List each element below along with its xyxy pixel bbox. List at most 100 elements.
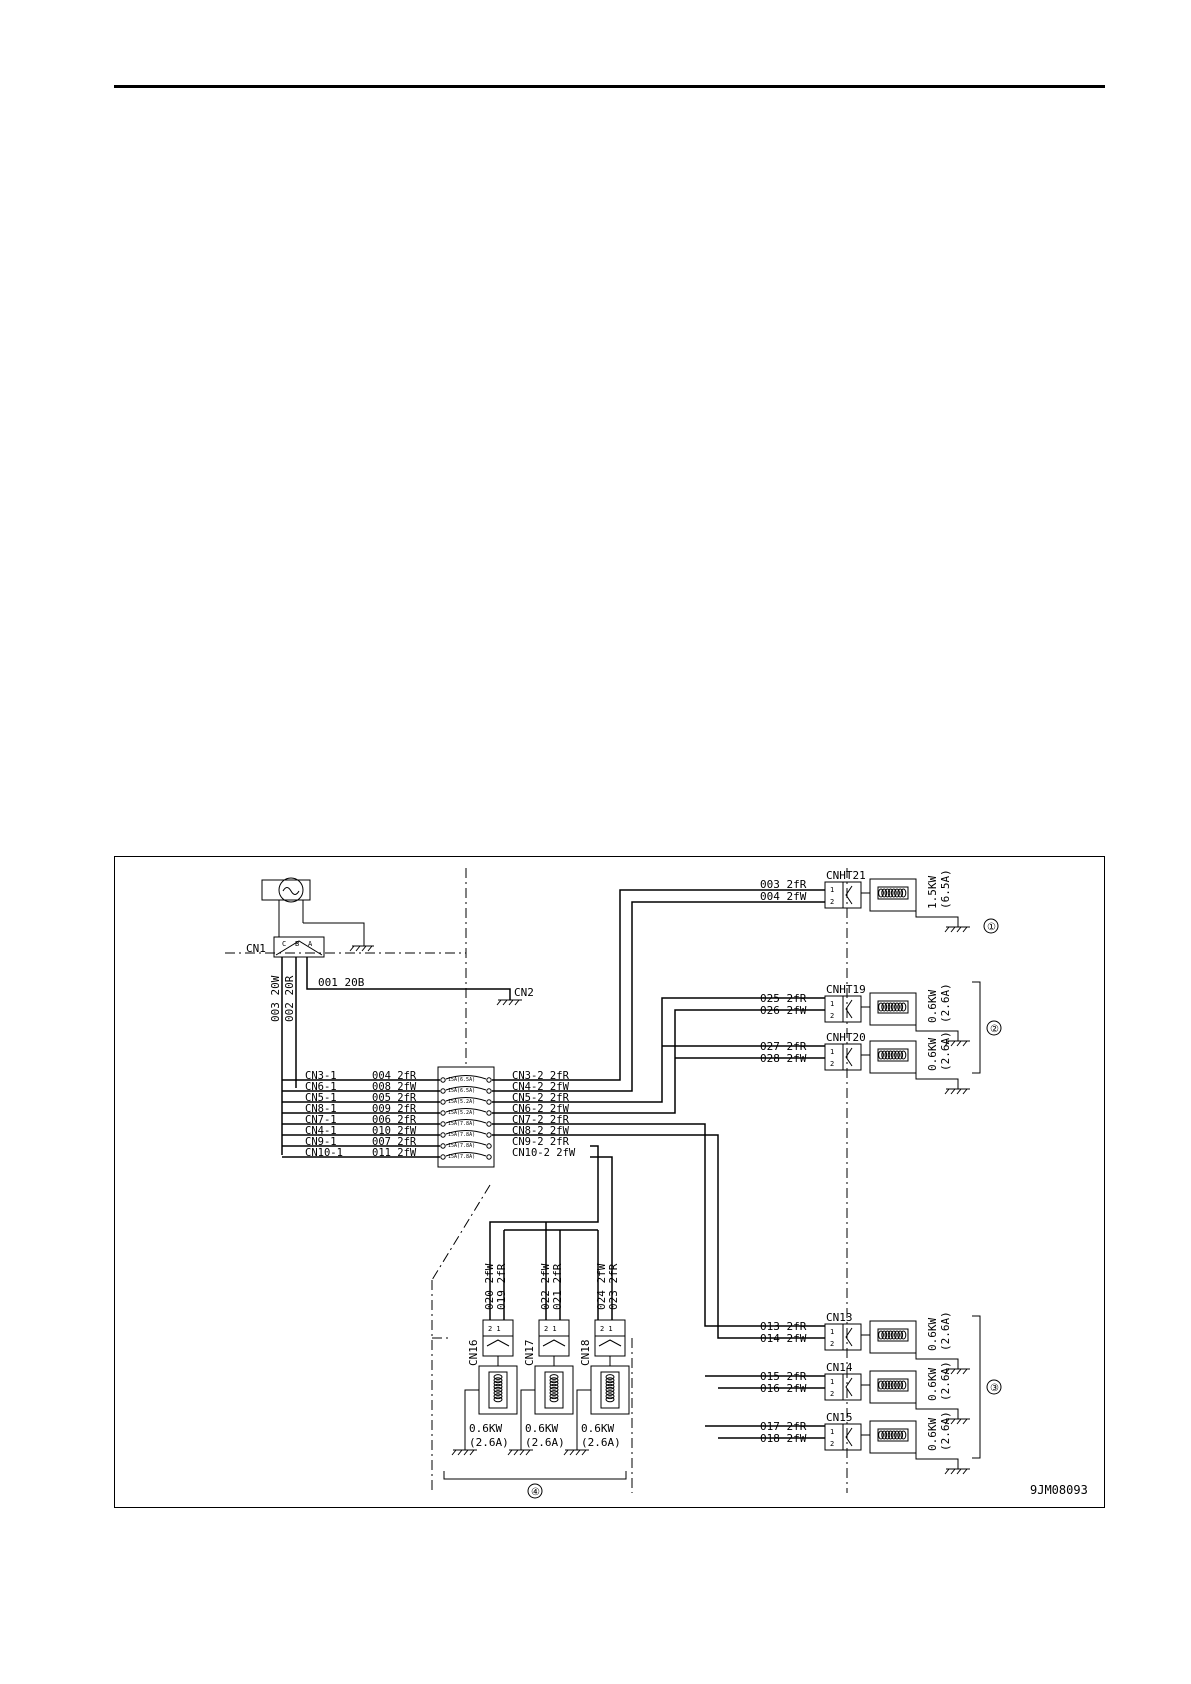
pin-label: 2	[830, 1012, 834, 1020]
heater-coil-icon	[878, 1002, 907, 1012]
breaker-left-wire: 011 2fW	[372, 1147, 417, 1159]
heater-wire-label: 026 2fW	[760, 1004, 807, 1017]
heater-wire-label: 025 2fR	[760, 992, 807, 1005]
heater-coil-icon	[493, 1374, 503, 1403]
ac-source-icon	[278, 877, 304, 903]
heater-current-label: (2.6A)	[939, 1311, 952, 1351]
heater-current-label: (6.5A)	[939, 869, 952, 909]
breaker-right-label: CN8-2 2fW	[512, 1125, 570, 1137]
heater-coil-icon	[878, 888, 907, 898]
breaker-left-label: CN4-1	[305, 1125, 337, 1137]
breaker-left-wire: 008 2fW	[372, 1081, 417, 1093]
breaker-right-label: CN5-2 2fR	[512, 1092, 570, 1104]
heater-coil-icon	[878, 1330, 907, 1340]
heater-current-label: (2.6A)	[939, 1031, 952, 1071]
header-rule	[114, 85, 1105, 88]
ground-icon	[349, 945, 355, 952]
breaker-rating: 15A(6.5A)	[448, 1077, 475, 1083]
heater-wire-label: 016 2fW	[760, 1382, 807, 1395]
pin-label: 2	[830, 1390, 834, 1398]
group-marks: ① ② ③ ④	[443, 918, 1002, 1499]
heater-current-label: (2.6A)	[939, 1411, 952, 1451]
heater-power-label: 0.6KW	[469, 1422, 502, 1435]
breaker-rating: 15A(5.2A)	[448, 1110, 475, 1116]
breaker-left-label: CN8-1	[305, 1103, 337, 1115]
breaker-left-wire: 007 2fR	[372, 1136, 417, 1148]
heater-coil-icon	[605, 1374, 615, 1403]
pin-label: 2 1	[600, 1325, 613, 1333]
heater-element	[869, 1370, 917, 1404]
pin-a: A	[308, 940, 313, 948]
heater-wire-label: 017 2fR	[760, 1420, 807, 1433]
breaker-right-label: CN4-2 2fW	[512, 1081, 570, 1093]
heater-connector-label: CN14	[826, 1361, 853, 1374]
heater-element	[869, 878, 917, 912]
heater-power-label: 0.6KW	[926, 1368, 939, 1401]
figure-id: 9JM08093	[1030, 1483, 1088, 1497]
group-mark-4: ④	[531, 1487, 540, 1498]
breaker-right-label: CN3-2 2fR	[512, 1070, 570, 1082]
heater-element	[478, 1365, 518, 1415]
heater-connector-label: CN13	[826, 1311, 853, 1324]
breaker-left-wire: 009 2fR	[372, 1103, 417, 1115]
power-source: C B A CN1	[246, 877, 374, 958]
heater-wire-label: 014 2fW	[760, 1332, 807, 1345]
heater-power-label: 0.6KW	[926, 1318, 939, 1351]
heater-wire-label: 004 2fW	[760, 890, 807, 903]
pin-label: 1	[830, 1048, 834, 1056]
breaker-right-label: CN10-2 2fW	[512, 1147, 576, 1159]
pin-label: 2 1	[488, 1325, 501, 1333]
breaker-rating: 15A(7.8A)	[448, 1132, 475, 1138]
heater-element	[869, 1320, 917, 1354]
heater-connector-label: CNHT20	[826, 1031, 866, 1044]
heater-power-label: 1.5KW	[926, 876, 939, 909]
heater-connector-label: CNHT21	[826, 869, 866, 882]
breaker-rating: 15A(7.8A)	[448, 1121, 475, 1127]
pin-label: 1	[830, 886, 834, 894]
group-mark-2: ②	[990, 1024, 999, 1035]
heater-wire-label: 027 2fR	[760, 1040, 807, 1053]
heater-power-label: 0.6KW	[926, 990, 939, 1023]
pin-label: 2	[830, 1340, 834, 1348]
heater-wire-label: 013 2fR	[760, 1320, 807, 1333]
breaker-right-label: CN6-2 2fW	[512, 1103, 570, 1115]
pin-b: B	[295, 940, 299, 948]
heater-current-label: (2.6A)	[581, 1436, 621, 1449]
breaker-left-label: CN10-1	[305, 1147, 343, 1159]
breaker-row: 15A(5.2A) CN8-1 009 2fR CN6-2 2fW	[282, 1103, 570, 1116]
breaker-left-label: CN3-1	[305, 1070, 337, 1082]
cn2-branch: 001 20B CN2	[306, 957, 534, 1006]
breaker-row: 15A(6.5A) CN3-1 004 2fR CN3-2 2fR	[282, 1070, 570, 1083]
heater-element	[590, 1365, 630, 1415]
heater-current-label: (2.6A)	[525, 1436, 565, 1449]
feed-wires: 003 20W 002 20R	[269, 957, 297, 1155]
group-bracket-3	[972, 1315, 981, 1459]
breaker-left-label: CN5-1	[305, 1092, 337, 1104]
breaker-rating: 15A(7.8A)	[448, 1154, 475, 1160]
breaker-left-label: CN9-1	[305, 1136, 337, 1148]
heater-wire-label: 018 2fW	[760, 1432, 807, 1445]
cn2-wire-label: 001 20B	[318, 976, 365, 989]
group-bracket-4	[443, 1471, 627, 1480]
breaker-left-wire: 005 2fR	[372, 1092, 417, 1104]
pin-label: 2	[830, 1060, 834, 1068]
feed-wire-label: 002 20R	[283, 975, 296, 1022]
heater-power-label: 0.6KW	[926, 1418, 939, 1451]
heater-element	[869, 1420, 917, 1454]
pin-label: 1	[830, 1328, 834, 1336]
breaker-left-label: CN6-1	[305, 1081, 337, 1093]
breaker-left-wire: 004 2fR	[372, 1070, 417, 1082]
